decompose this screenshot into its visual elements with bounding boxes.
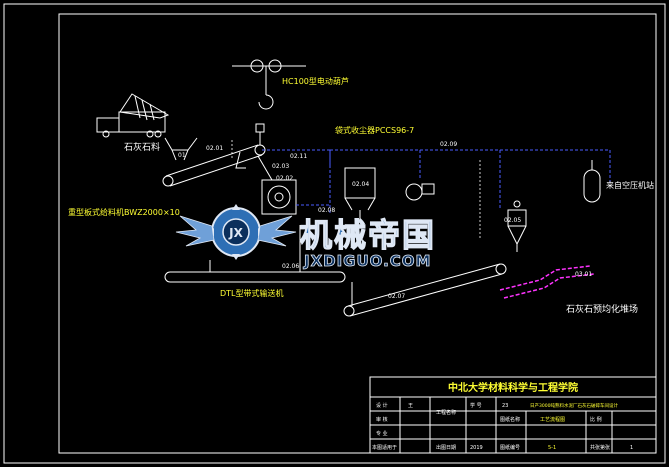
- code-c0101: 02.01: [206, 145, 223, 152]
- tb-major-label: 专 业: [376, 430, 388, 437]
- title-block-row3: 专 业: [376, 430, 388, 437]
- tb-drawing-no-label: 图纸编号: [500, 444, 520, 451]
- hoist-label: HC100型电动葫芦: [282, 76, 349, 86]
- outer-frame: [3, 3, 666, 464]
- tb-project-label: 工程名称: [436, 409, 456, 416]
- air-tank: [583, 160, 601, 203]
- code-c0102: 02.02: [276, 175, 293, 182]
- feeder-hook: [255, 123, 265, 145]
- code-c0206: 02.06: [282, 263, 299, 270]
- tb-drawing-name-label: 图纸名称: [500, 416, 520, 423]
- dust-ducts: [262, 149, 611, 215]
- inner-frame: [58, 13, 657, 454]
- title-block-row1: 设 计 王 工程名称 学 号 23 日产3000吨熟料水泥厂石灰石破碎车间设计: [376, 402, 618, 416]
- exhaust-fan: [405, 183, 435, 201]
- cyclone-bin: [507, 200, 527, 252]
- watermark-en: JXDIGUO.COM: [303, 252, 431, 270]
- code-cmid: 02.08: [318, 207, 335, 214]
- code-c0209: 02.09: [440, 141, 457, 148]
- air-source-label: 来自空压机站: [606, 180, 654, 190]
- code-c0204: 02.04: [352, 181, 369, 188]
- belt-label: DTL型带式输送机: [220, 288, 284, 298]
- wing-icon: [175, 215, 297, 247]
- school-title: 中北大学材料科学与工程学院: [448, 381, 578, 394]
- tb-id-label: 学 号: [470, 402, 482, 409]
- code-c0203: 02.03: [272, 163, 289, 170]
- dump-truck-icon: [96, 93, 170, 138]
- tb-id: 23: [502, 403, 508, 409]
- feeder-label: 重型板式给料机BWZ2000×10: [68, 207, 180, 217]
- tb-scale-label: 比 例: [590, 416, 602, 423]
- tb-design-label: 设 计: [376, 402, 388, 409]
- tb-designer: 王: [408, 403, 413, 409]
- tb-sheet: 1: [630, 445, 633, 451]
- yard-label: 石灰石预均化堆场: [566, 303, 638, 315]
- watermark-cn: 机械帝国: [300, 216, 436, 254]
- hopper: [164, 137, 198, 161]
- code-c0207: 02.07: [388, 293, 405, 300]
- tb-date: 2019: [470, 445, 483, 451]
- title-block-row4: 本图适用于 出图日期 2019 图纸编号 5-1 共张第张 1: [372, 444, 633, 451]
- code-c01: 01: [178, 152, 186, 159]
- tb-review-label: 审 核: [376, 416, 388, 423]
- watermark-logo: JX 机械帝国 JXDIGUO.COM: [175, 204, 436, 270]
- title-block-row2: 审 核 图纸名称 工艺流程图 比 例: [376, 416, 602, 423]
- tb-drawing-name: 工艺流程图: [540, 416, 565, 423]
- plate-feeder: [162, 144, 266, 187]
- hoist-symbol: [232, 59, 306, 110]
- tb-sheet-label: 共张第张: [590, 444, 610, 451]
- belt-conveyor-2: [343, 263, 507, 317]
- code-c0205: 02.05: [504, 217, 521, 224]
- title-block: [369, 376, 657, 454]
- gear-icon: JX: [208, 204, 264, 260]
- dust-collector-box: [344, 167, 376, 222]
- crusher: [257, 155, 297, 215]
- tb-applies-label: 本图适用于: [372, 444, 397, 451]
- tb-project: 日产3000吨熟料水泥厂石灰石破碎车间设计: [530, 402, 618, 409]
- tb-drawing-no: 5-1: [548, 445, 556, 451]
- code-c0301: 03.01: [575, 271, 592, 278]
- belt-conveyor-1: [164, 225, 346, 283]
- svg-text:JX: JX: [228, 226, 243, 240]
- flow-dashes: [231, 140, 481, 240]
- dust-collector-label: 袋式收尘器PCCS96-7: [335, 125, 414, 135]
- stacker-pipe: [499, 265, 595, 299]
- tb-date-label: 出图日期: [436, 444, 456, 451]
- code-c0211: 02.11: [290, 153, 307, 160]
- limestone-label: 石灰石料: [124, 141, 160, 153]
